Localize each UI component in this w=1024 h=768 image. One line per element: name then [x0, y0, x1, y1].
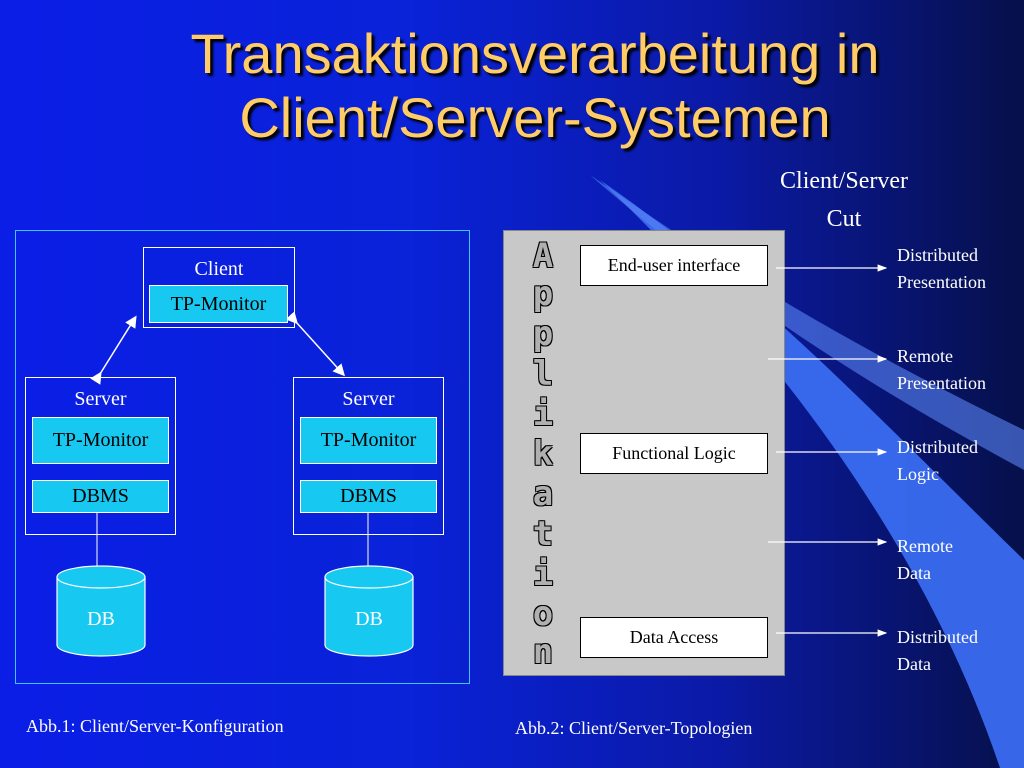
app-letter: A	[532, 236, 554, 276]
app-letter: t	[532, 514, 554, 554]
client-server-left-arrow	[90, 315, 137, 385]
server-right-label: Server	[342, 388, 395, 410]
data-access-box: Data Access	[580, 617, 768, 658]
db-left-label: DB	[87, 608, 115, 630]
application-vertical-word: A p p l i k a t i o n	[503, 236, 583, 676]
server-right-tp-monitor: TP-Monitor	[300, 417, 437, 464]
topology-distributed-logic: Distributed Logic	[897, 437, 978, 484]
app-letter: i	[532, 394, 554, 434]
app-letter: o	[532, 594, 554, 634]
server-left-box	[25, 377, 176, 535]
app-letter: l	[532, 354, 554, 394]
topology-remote-presentation: Remote Presentation	[897, 346, 986, 393]
topology-remote-data: Remote Data	[897, 536, 953, 583]
db-right-label: DB	[355, 608, 383, 630]
client-server-right-arrow	[285, 311, 346, 377]
page-title: Transaktionsverarbeitung in Client/Serve…	[190, 22, 880, 149]
end-user-interface-box: End-user interface	[580, 245, 768, 286]
app-letter: k	[532, 434, 554, 474]
server-right-box	[293, 377, 444, 535]
client-box	[143, 247, 295, 328]
cut-label-line1: Client/Server	[780, 168, 908, 194]
app-letter: a	[532, 474, 554, 514]
server-left-tp-monitor: TP-Monitor	[32, 417, 169, 464]
server-left-label: Server	[74, 388, 127, 410]
fig2-caption: Abb.2: Client/Server-Topologien	[515, 718, 753, 738]
fig1-caption: Abb.1: Client/Server-Konfiguration	[26, 716, 284, 736]
db-right-cylinder-icon	[324, 565, 414, 657]
topology-distributed-presentation: Distributed Presentation	[897, 245, 986, 292]
app-letter: n	[532, 632, 554, 672]
app-letter: p	[532, 314, 554, 354]
server-right-dbms: DBMS	[300, 480, 437, 513]
fig1-frame	[15, 230, 470, 684]
client-tp-monitor: TP-Monitor	[149, 285, 288, 323]
functional-logic-box: Functional Logic	[580, 433, 768, 474]
server-left-dbms: DBMS	[32, 480, 169, 513]
client-label: Client	[194, 258, 244, 280]
db-left-cylinder-icon	[56, 565, 146, 657]
cut-label-line2: Cut	[826, 206, 862, 232]
app-letter: i	[532, 554, 554, 594]
app-letter: p	[532, 274, 554, 314]
topology-distributed-data: Distributed Data	[897, 627, 978, 674]
